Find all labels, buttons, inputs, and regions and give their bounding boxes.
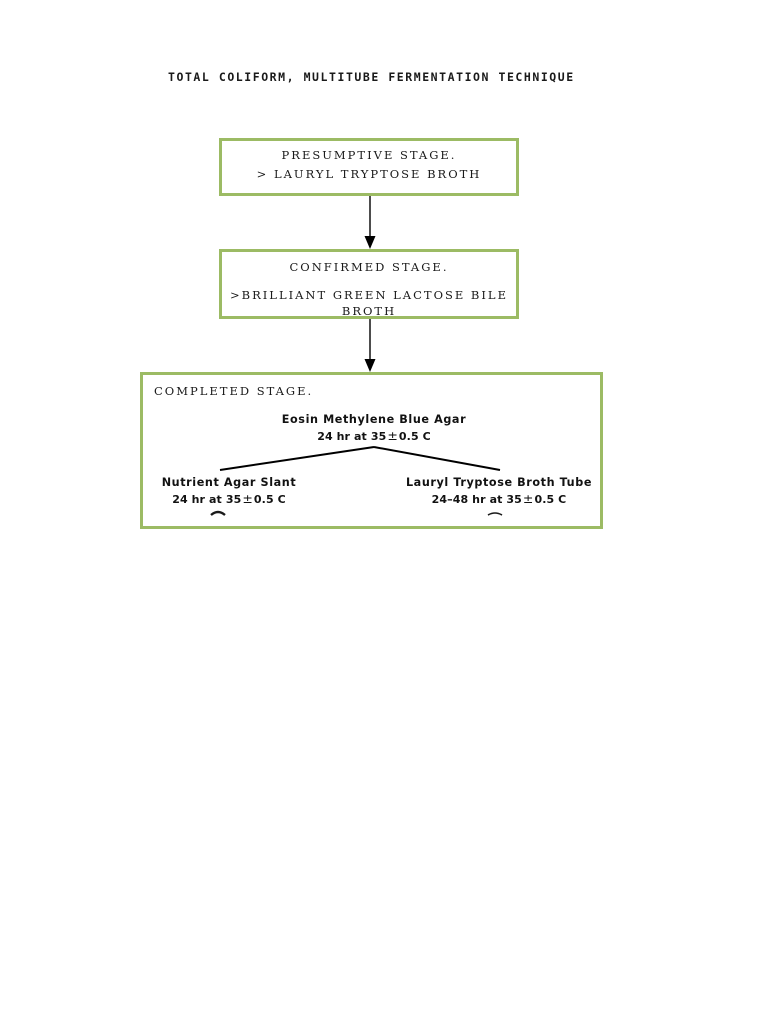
emb-incubation-prefix: 24 hr at 35 bbox=[317, 430, 387, 443]
connector-confirmed-to-completed bbox=[354, 319, 386, 373]
page-title: TOTAL COLIFORM, MULTITUBE FERMENTATION T… bbox=[168, 70, 575, 84]
lauryl-node-title: Lauryl Tryptose Broth Tube bbox=[405, 476, 593, 489]
branch-caret-marks bbox=[210, 510, 503, 516]
confirmed-stage-label: CONFIRMED STAGE. bbox=[289, 260, 449, 274]
nutrient-incubation-prefix: 24 hr at 35 bbox=[172, 493, 242, 506]
plus-minus-icon: ± bbox=[522, 491, 534, 506]
presumptive-content: PRESUMPTIVE STAGE. > LAURYL TRYPTOSE BRO… bbox=[222, 141, 516, 182]
connector-presumptive-to-confirmed bbox=[354, 196, 386, 250]
plus-minus-icon: ± bbox=[242, 491, 253, 506]
nutrient-node-title: Nutrient Agar Slant bbox=[161, 476, 297, 489]
nutrient-node-incubation: 24 hr at 35±0.5 C bbox=[151, 491, 307, 507]
lauryl-incubation-suffix: 0.5 C bbox=[534, 493, 567, 506]
subdiagram-node-eosin-methylene-blue-agar: Eosin Methylene Blue Agar 24 hr at 35±0.… bbox=[274, 413, 474, 444]
branch-lines bbox=[219, 446, 501, 471]
confirmed-content: CONFIRMED STAGE. >BRILLIANT GREEN LACTOS… bbox=[222, 252, 516, 319]
presumptive-stage-label: PRESUMPTIVE STAGE. bbox=[281, 148, 457, 162]
emb-node-incubation: 24 hr at 35±0.5 C bbox=[274, 428, 474, 444]
stage-box-presumptive: PRESUMPTIVE STAGE. > LAURYL TRYPTOSE BRO… bbox=[219, 138, 519, 196]
completed-stage-subdiagram: Eosin Methylene Blue Agar 24 hr at 35±0.… bbox=[143, 375, 606, 532]
stage-box-confirmed: CONFIRMED STAGE. >BRILLIANT GREEN LACTOS… bbox=[219, 249, 519, 319]
nutrient-incubation-suffix: 0.5 C bbox=[253, 493, 286, 506]
presumptive-stage-medium: > LAURYL TRYPTOSE BROTH bbox=[256, 166, 482, 181]
lauryl-node-incubation: 24–48 hr at 35±0.5 C bbox=[399, 491, 599, 507]
subdiagram-node-nutrient-agar-slant: Nutrient Agar Slant 24 hr at 35±0.5 C bbox=[151, 476, 307, 507]
stage-box-completed: COMPLETED STAGE. Eosin Methylene Blue Ag… bbox=[140, 372, 603, 529]
subdiagram-node-lauryl-tryptose-broth-tube: Lauryl Tryptose Broth Tube 24–48 hr at 3… bbox=[399, 476, 599, 507]
emb-node-title: Eosin Methylene Blue Agar bbox=[281, 413, 467, 426]
emb-incubation-suffix: 0.5 C bbox=[398, 430, 431, 443]
confirmed-stage-medium: >BRILLIANT GREEN LACTOSE BILE BROTH bbox=[230, 287, 508, 318]
completed-stage-label: COMPLETED STAGE. bbox=[154, 384, 314, 398]
plus-minus-icon: ± bbox=[387, 428, 398, 443]
lauryl-incubation-prefix: 24–48 hr at 35 bbox=[431, 493, 522, 506]
